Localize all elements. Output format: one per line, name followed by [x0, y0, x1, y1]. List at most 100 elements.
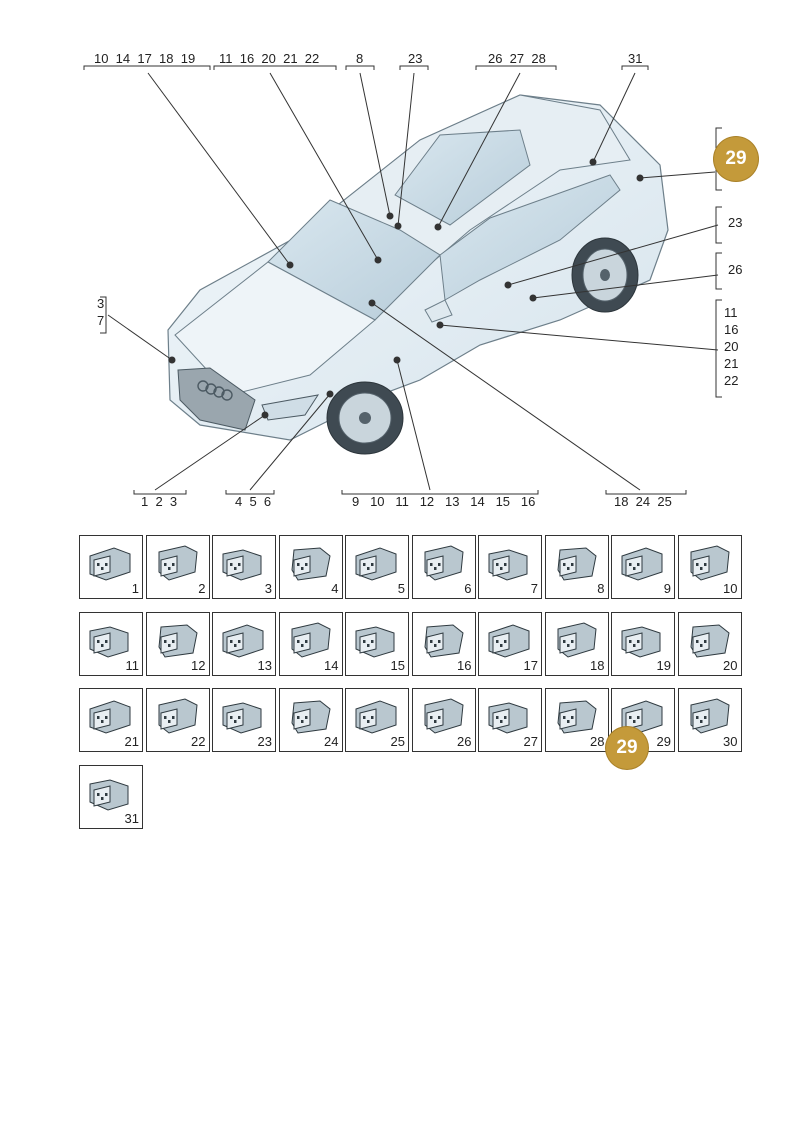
- connector-icon: [621, 625, 661, 658]
- connector-number: 29: [656, 734, 671, 749]
- connector-cell[interactable]: 26: [411, 688, 476, 752]
- connector-cell[interactable]: 8: [544, 535, 609, 599]
- connector-cell[interactable]: 1: [79, 535, 143, 599]
- callout-top-4: 23: [408, 51, 423, 66]
- label-brackets: [83, 65, 722, 495]
- connector-icon: [222, 549, 262, 581]
- connector-number: 3: [264, 581, 272, 596]
- connector-number: 7: [530, 581, 538, 596]
- connector-number: 11: [125, 657, 140, 673]
- connector-cell[interactable]: 11: [79, 611, 143, 676]
- connector-cell[interactable]: 29 29: [606, 688, 675, 769]
- connector-number: 10: [723, 581, 738, 596]
- connector-cell[interactable]: 16: [411, 611, 476, 676]
- callout-top-5: 26 27 28: [488, 51, 546, 66]
- connector-number: 25: [390, 734, 405, 749]
- connector-icon: [488, 702, 528, 734]
- callout-top-1: 10 14 17 18 19: [94, 51, 196, 66]
- connector-number: 2: [198, 581, 206, 596]
- callout-right-3: 11 16 20 21 22: [724, 305, 739, 388]
- connector-cell[interactable]: 12: [145, 611, 210, 676]
- callout-top-2: 11 16 20 21 22: [219, 51, 320, 66]
- connector-icon: [158, 545, 198, 581]
- connector-cell[interactable]: 2: [145, 535, 210, 599]
- connector-icon: [556, 700, 597, 734]
- side-windows: [439, 174, 621, 301]
- connector-cell[interactable]: 19: [611, 611, 675, 676]
- connector-cell[interactable]: 24: [278, 688, 343, 752]
- connector-number: 19: [656, 657, 671, 673]
- side-mirror: [424, 299, 453, 323]
- callout-bottom-1: 1 2 3: [141, 494, 178, 509]
- connector-cell[interactable]: 17: [478, 611, 542, 676]
- connector-number: 8: [597, 581, 605, 596]
- connector-number: 24: [324, 734, 339, 749]
- callout-points: [168, 158, 644, 419]
- connector-cell[interactable]: 6: [411, 535, 476, 599]
- connector-cell[interactable]: 10: [677, 535, 742, 599]
- connector-number: 27: [523, 734, 538, 749]
- connector-cell[interactable]: 21: [79, 688, 143, 752]
- connector-cell[interactable]: 20: [677, 611, 742, 676]
- connector-number: 30: [723, 734, 738, 749]
- connector-cell[interactable]: 5: [345, 535, 409, 599]
- connector-cell[interactable]: 14: [278, 611, 343, 676]
- connector-icon: [488, 623, 530, 658]
- connector-number: 6: [464, 581, 472, 596]
- connector-icon: [690, 698, 730, 734]
- connector-cell[interactable]: 22: [145, 688, 210, 752]
- connector-icon: [290, 700, 331, 734]
- connector-cell[interactable]: 7: [478, 535, 542, 599]
- connector-number: 13: [257, 657, 272, 673]
- connector-cell[interactable]: 27: [478, 688, 542, 752]
- callout-bottom-4: 18 24 25: [614, 494, 672, 509]
- rear-wheel: [571, 237, 639, 313]
- highlight-badge-top[interactable]: 29: [714, 137, 758, 181]
- connector-icon: [355, 625, 395, 658]
- callout-top-3: 8: [356, 51, 364, 66]
- connector-icon: [89, 547, 131, 581]
- connector-cell[interactable]: 23: [212, 688, 276, 752]
- connector-icon: [89, 778, 129, 811]
- callout-bottom-3: 9 10 11 12 13 14 15 16: [352, 494, 536, 509]
- audi-rings: [197, 380, 233, 401]
- front-wheel: [326, 381, 404, 455]
- connector-number: 9: [663, 581, 671, 596]
- car-illustration: [83, 65, 722, 495]
- connector-cell[interactable]: 18: [544, 611, 609, 676]
- grille: [177, 367, 256, 431]
- connector-icon: [424, 545, 464, 581]
- connector-number: 15: [390, 657, 405, 673]
- connector-icon: [355, 700, 397, 734]
- leader-lines: [107, 72, 719, 491]
- connector-number: 4: [331, 581, 339, 596]
- connector-icon: [157, 623, 198, 658]
- connector-cell[interactable]: 4: [278, 535, 343, 599]
- callout-right-1: 23: [728, 215, 743, 230]
- connector-icon: [424, 698, 464, 734]
- connector-icon: [423, 623, 464, 658]
- connector-icon: [291, 621, 331, 658]
- connector-icon: [690, 545, 730, 581]
- connector-number: 26: [457, 734, 472, 749]
- callout-right-2: 26: [728, 262, 743, 277]
- connector-icon: [158, 698, 198, 734]
- highlight-badge-grid[interactable]: 29: [606, 727, 648, 769]
- connector-cell[interactable]: 15: [345, 611, 409, 676]
- callout-top-6: 31: [628, 51, 643, 66]
- connector-icon: [621, 547, 663, 581]
- connector-icon: [355, 547, 397, 581]
- connector-cell[interactable]: 25: [345, 688, 409, 752]
- connector-number: 21: [124, 734, 139, 749]
- connector-cell[interactable]: 28: [544, 688, 609, 752]
- connector-cell[interactable]: 13: [212, 611, 276, 676]
- callout-bottom-2: 4 5 6: [235, 494, 272, 509]
- connector-number: 28: [590, 734, 605, 749]
- connector-cell[interactable]: 30: [677, 688, 742, 752]
- connector-cell[interactable]: 31: [79, 764, 143, 829]
- connector-icon: [222, 623, 264, 658]
- connector-number: 16: [457, 657, 472, 673]
- connector-cell[interactable]: 3: [212, 535, 276, 599]
- connector-number: 22: [191, 734, 206, 749]
- connector-cell[interactable]: 9: [611, 535, 675, 599]
